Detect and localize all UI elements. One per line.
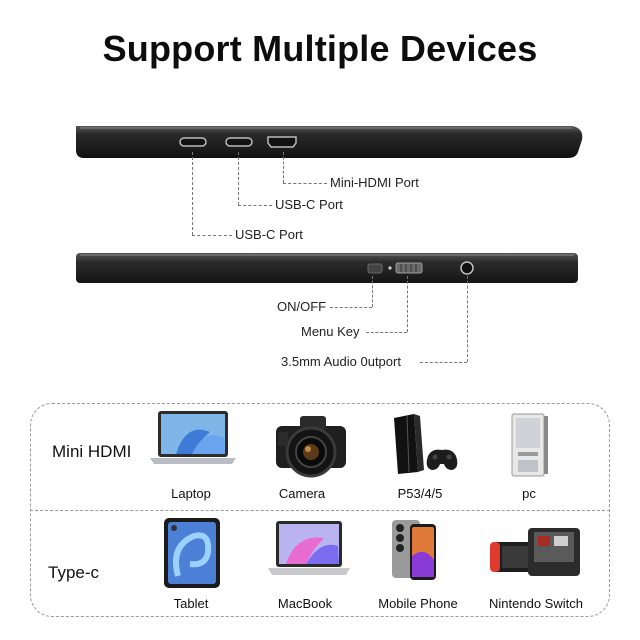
usbc-port-label: USB-C Port	[275, 197, 343, 212]
usbc-port-label-2: USB-C Port	[235, 227, 303, 242]
pc-tower-icon	[511, 413, 548, 477]
device-caption-laptop: Laptop	[171, 486, 211, 501]
nintendo-switch-icon	[490, 528, 580, 576]
audio-jack-icon	[460, 261, 474, 275]
mini-hdmi-port-label: Mini-HDMI Port	[330, 175, 419, 190]
mini-hdmi-row-label: Mini HDMI	[52, 442, 132, 461]
menu-key-label: Menu Key	[301, 324, 360, 339]
onoff-label: ON/OFF	[277, 299, 327, 314]
monitor-top-edge	[76, 126, 583, 158]
laptop-icon	[150, 411, 236, 464]
device-caption-camera: Camera	[278, 486, 326, 501]
device-caption-tablet: Tablet	[173, 596, 209, 611]
row-divider	[30, 510, 610, 511]
page-title: Support Multiple Devices	[102, 28, 538, 69]
game-console-icon	[394, 414, 458, 474]
camera-icon	[276, 416, 346, 478]
indicator-led-icon	[388, 266, 392, 270]
usbc-port-icon	[225, 137, 253, 147]
device-caption-nintendo-switch: Nintendo Switch	[489, 596, 583, 611]
device-caption-pc: pc	[522, 486, 536, 501]
device-caption-macbook: MacBook	[277, 596, 333, 611]
usbc-port-icon	[179, 137, 207, 147]
tablet-icon	[164, 518, 220, 588]
typec-row-label: Type-c	[48, 563, 100, 582]
menu-key-icon	[395, 262, 423, 274]
hdmi-port-icon	[267, 136, 297, 148]
mobile-phone-icon	[392, 520, 436, 580]
macbook-icon	[268, 521, 350, 575]
power-button-icon	[367, 263, 383, 274]
device-caption-console: P53/4/5	[397, 486, 443, 501]
audio-outport-label: 3.5mm Audio 0utport	[281, 354, 401, 369]
device-caption-mobile-phone: Mobile Phone	[378, 596, 458, 611]
monitor-side-edge	[76, 253, 578, 283]
